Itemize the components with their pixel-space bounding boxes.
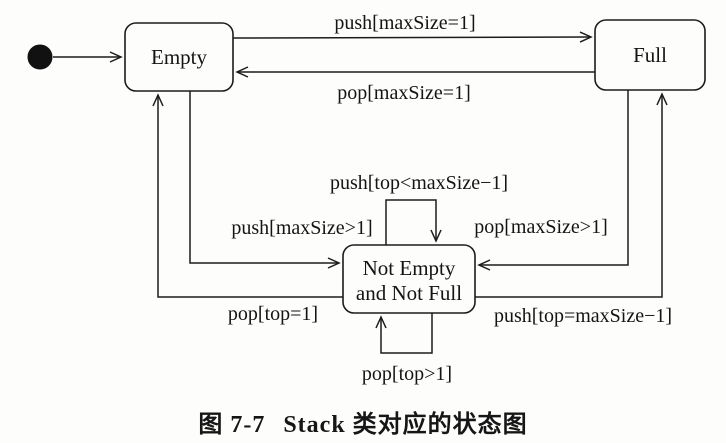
- state-not-empty-not-full-label-line2: and Not Full: [356, 281, 462, 305]
- figure-title: Stack 类对应的状态图: [283, 412, 528, 438]
- label-middle-to-full: push[top=maxSize−1]: [494, 305, 672, 327]
- stack-state-diagram: Empty Full Not Empty and Not Full push[m…: [27, 12, 706, 385]
- label-full-to-empty: pop[maxSize=1]: [337, 82, 470, 104]
- edge-empty-to-full: [232, 31, 593, 43]
- label-empty-to-middle: push[maxSize>1]: [231, 217, 372, 239]
- state-empty-label: Empty: [151, 45, 207, 69]
- state-full-label: Full: [633, 43, 667, 67]
- state-not-empty-not-full-label-line1: Not Empty: [363, 256, 456, 280]
- edge-middle-self-loop-top: [385, 199, 442, 245]
- edge-empty-to-middle: [189, 91, 341, 269]
- edge-middle-to-full: [475, 92, 668, 298]
- edge-middle-to-empty: [152, 93, 343, 298]
- state-not-empty-not-full: [342, 244, 476, 314]
- initial-state-icon: [27, 44, 53, 70]
- label-full-to-middle: pop[maxSize>1]: [474, 216, 607, 238]
- label-middle-self-loop-bottom: pop[top>1]: [362, 363, 452, 385]
- figure-number: 图 7-7: [198, 412, 266, 438]
- state-full: [594, 19, 706, 91]
- edge-middle-self-loop-bottom: [375, 313, 433, 354]
- edge-full-to-middle: [477, 90, 629, 271]
- state-empty: [124, 22, 234, 92]
- label-empty-to-full: push[maxSize=1]: [334, 12, 475, 34]
- label-middle-self-loop-top: push[top<maxSize−1]: [330, 172, 508, 194]
- figure-caption: 图 7-7 Stack 类对应的状态图: [0, 404, 726, 439]
- label-middle-to-empty: pop[top=1]: [228, 303, 318, 325]
